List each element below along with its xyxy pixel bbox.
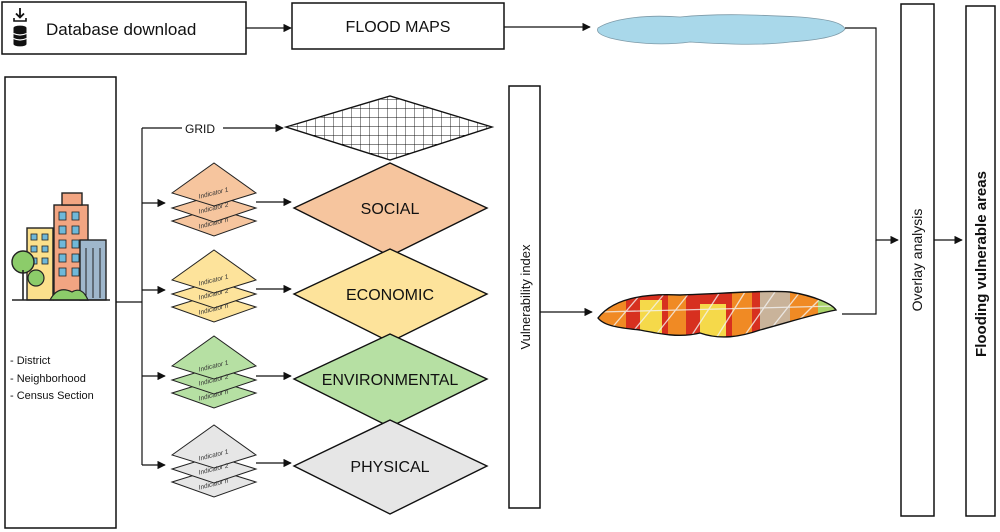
economic-layer: ECONOMIC xyxy=(292,248,489,343)
grid-layer xyxy=(283,95,495,161)
flooding-vulnerable-areas-label: Flooding vulnerable areas xyxy=(973,171,990,357)
overlay-analysis-box: Overlay analysis xyxy=(900,3,935,517)
database-download-icon xyxy=(13,8,27,47)
level-neighborhood: - Neighborhood xyxy=(10,373,86,385)
database-download-box: Database download xyxy=(1,1,247,55)
social-label: SOCIAL xyxy=(361,201,420,218)
grid-label: GRID xyxy=(185,122,215,136)
indicator-stack-social: Indicator 1 Indicator 2 Indicator n xyxy=(170,162,258,237)
flood-map-shape xyxy=(597,14,846,45)
flood-maps-label: FLOOD MAPS xyxy=(346,19,451,36)
physical-label: PHYSICAL xyxy=(350,459,429,476)
city-buildings-icon xyxy=(11,192,110,301)
economic-label: ECONOMIC xyxy=(346,287,434,304)
vulnerability-index-label: Vulnerability index xyxy=(518,244,533,350)
level-district: - District xyxy=(10,355,50,367)
level-census-section: - Census Section xyxy=(10,390,94,402)
database-download-label: Database download xyxy=(46,20,196,39)
connector-floodmap-to-overlay xyxy=(845,27,899,245)
vulnerability-map-shape xyxy=(597,290,838,338)
social-layer: SOCIAL xyxy=(292,162,489,257)
connector-vulnmap-to-overlay xyxy=(842,240,877,315)
indicator-stack-environmental: Indicator 1 Indicator 2 Indicator n xyxy=(170,335,258,409)
environmental-layer: ENVIRONMENTAL xyxy=(292,333,489,428)
flood-maps-box: FLOOD MAPS xyxy=(291,2,505,50)
vulnerability-index-box: Vulnerability index xyxy=(508,85,541,509)
physical-layer: PHYSICAL xyxy=(292,419,489,515)
indicator-stack-economic: Indicator 1 Indicator 2 Indicator n xyxy=(170,249,258,323)
branch-connectors xyxy=(116,123,284,470)
indicator-stack-physical: Indicator 1 Indicator 2 Indicator n xyxy=(170,424,258,498)
overlay-analysis-label: Overlay analysis xyxy=(909,209,925,312)
flooding-vulnerable-areas-box: Flooding vulnerable areas xyxy=(965,5,996,517)
environmental-label: ENVIRONMENTAL xyxy=(322,372,459,389)
spatial-units-box: - District - Neighborhood - Census Secti… xyxy=(4,76,117,529)
